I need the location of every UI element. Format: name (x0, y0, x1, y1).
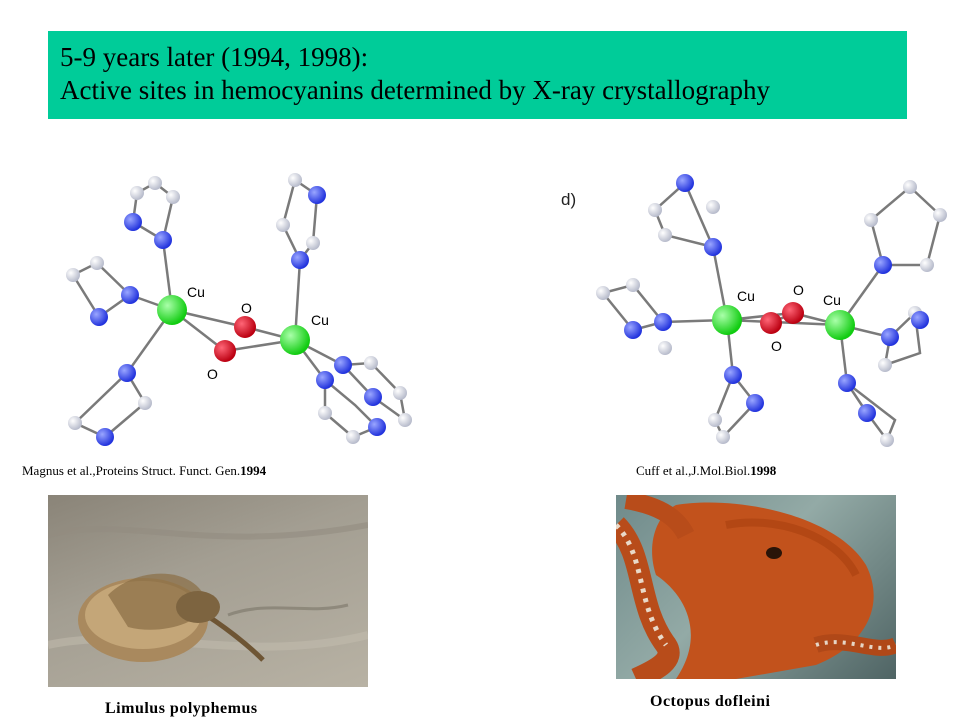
oxygen-atom (234, 316, 256, 338)
copper-atom (825, 310, 855, 340)
panel-label: d) (561, 190, 576, 209)
o-label: O (241, 300, 252, 316)
right-citation-year: 1998 (750, 463, 777, 478)
right-species-name: Octopus dofleini (650, 693, 771, 710)
o-label: O (771, 338, 782, 354)
left-species-name: Limulus polyphemus (105, 700, 258, 717)
oxygen-atom (782, 302, 804, 324)
title-banner: 5-9 years later (1994, 1998): Active sit… (48, 31, 907, 119)
cu-label: Cu (311, 312, 329, 328)
copper-atom (280, 325, 310, 355)
right-citation-text: Cuff et al.,J.Mol.Biol. (636, 463, 751, 478)
cu-label: Cu (823, 292, 841, 308)
title-line-1: 5-9 years later (1994, 1998): (60, 42, 369, 72)
o-label: O (793, 282, 804, 298)
left-active-site-structure: Cu Cu O O (66, 173, 412, 446)
octopus-photo (616, 495, 896, 679)
cu-label: Cu (187, 284, 205, 300)
left-citation: Magnus et al.,Proteins Struct. Funct. Ge… (22, 463, 266, 479)
right-citation: Cuff et al.,J.Mol.Biol.1998 (636, 463, 776, 479)
o-label: O (207, 366, 218, 382)
copper-atom (712, 305, 742, 335)
left-citation-text: Magnus et al.,Proteins Struct. Funct. Ge… (22, 463, 241, 478)
left-citation-year: 1994 (240, 463, 267, 478)
copper-atom (157, 295, 187, 325)
title-line-2: Active sites in hemocyanins determined b… (60, 75, 771, 105)
horseshoe-crab-photo (48, 495, 368, 687)
oxygen-atom (760, 312, 782, 334)
oxygen-atom (214, 340, 236, 362)
right-active-site-structure: d) Cu Cu O O (561, 174, 947, 447)
cu-label: Cu (737, 288, 755, 304)
